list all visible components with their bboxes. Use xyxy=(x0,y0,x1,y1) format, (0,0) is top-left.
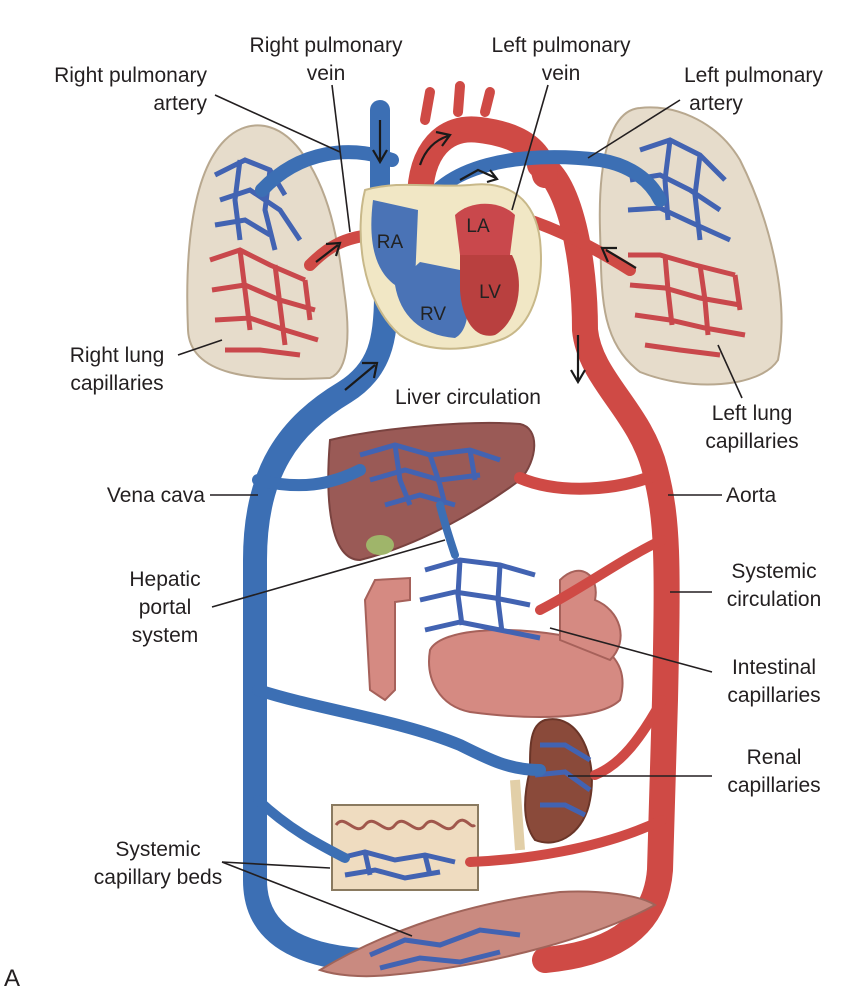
label-intestinal-capillaries-2: capillaries xyxy=(727,684,820,707)
label-systemic-capillary-beds-2: capillary beds xyxy=(94,866,222,889)
label-hepatic-portal-system-3: system xyxy=(132,624,199,647)
vessel-branches xyxy=(252,464,667,867)
chamber-label-ra: RA xyxy=(377,232,404,253)
label-right-pulmonary-artery-2: artery xyxy=(153,92,207,115)
label-right-lung-capillaries-2: capillaries xyxy=(70,372,163,395)
label-right-pulmonary-vein-2: vein xyxy=(307,62,346,85)
label-aorta: Aorta xyxy=(726,484,777,507)
right-lung-capillary-mesh xyxy=(209,157,319,358)
label-vena-cava: Vena cava xyxy=(107,484,205,507)
chamber-label-lv: LV xyxy=(479,282,501,303)
label-left-pulmonary-vein-2: vein xyxy=(542,62,581,85)
chamber-label-rv: RV xyxy=(420,304,446,325)
label-hepatic-portal-system-2: portal xyxy=(139,596,192,619)
liver xyxy=(327,421,536,562)
label-right-pulmonary-artery-1: Right pulmonary xyxy=(54,64,207,87)
label-systemic-capillary-beds-1: Systemic xyxy=(115,838,200,861)
flow-arrows xyxy=(315,120,637,391)
label-left-lung-capillaries-2: capillaries xyxy=(705,430,798,453)
label-left-lung-capillaries-1: Left lung xyxy=(712,402,793,425)
label-intestinal-capillaries-1: Intestinal xyxy=(732,656,816,679)
label-right-pulmonary-vein-1: Right pulmonary xyxy=(250,34,403,57)
label-liver-circulation: Liver circulation xyxy=(395,386,541,409)
label-renal-capillaries-1: Renal xyxy=(747,746,802,769)
figure-letter: A xyxy=(4,965,20,992)
skin-tissue-patch xyxy=(331,804,479,891)
muscle-tissue xyxy=(317,890,657,978)
label-systemic-circulation-1: Systemic xyxy=(731,560,816,583)
label-left-pulmonary-artery-1: Left pulmonary xyxy=(684,64,823,87)
label-renal-capillaries-2: capillaries xyxy=(727,774,820,797)
left-lung-capillary-mesh xyxy=(627,137,746,358)
kidney xyxy=(510,718,593,851)
label-hepatic-portal-system-1: Hepatic xyxy=(129,568,200,591)
label-right-lung-capillaries-1: Right lung xyxy=(70,344,165,367)
label-left-pulmonary-artery-2: artery xyxy=(689,92,743,115)
leader-lines xyxy=(177,84,743,937)
label-left-pulmonary-vein-1: Left pulmonary xyxy=(492,34,631,57)
heart xyxy=(359,183,542,350)
label-systemic-circulation-2: circulation xyxy=(727,588,822,611)
chamber-label-la: LA xyxy=(466,216,490,237)
